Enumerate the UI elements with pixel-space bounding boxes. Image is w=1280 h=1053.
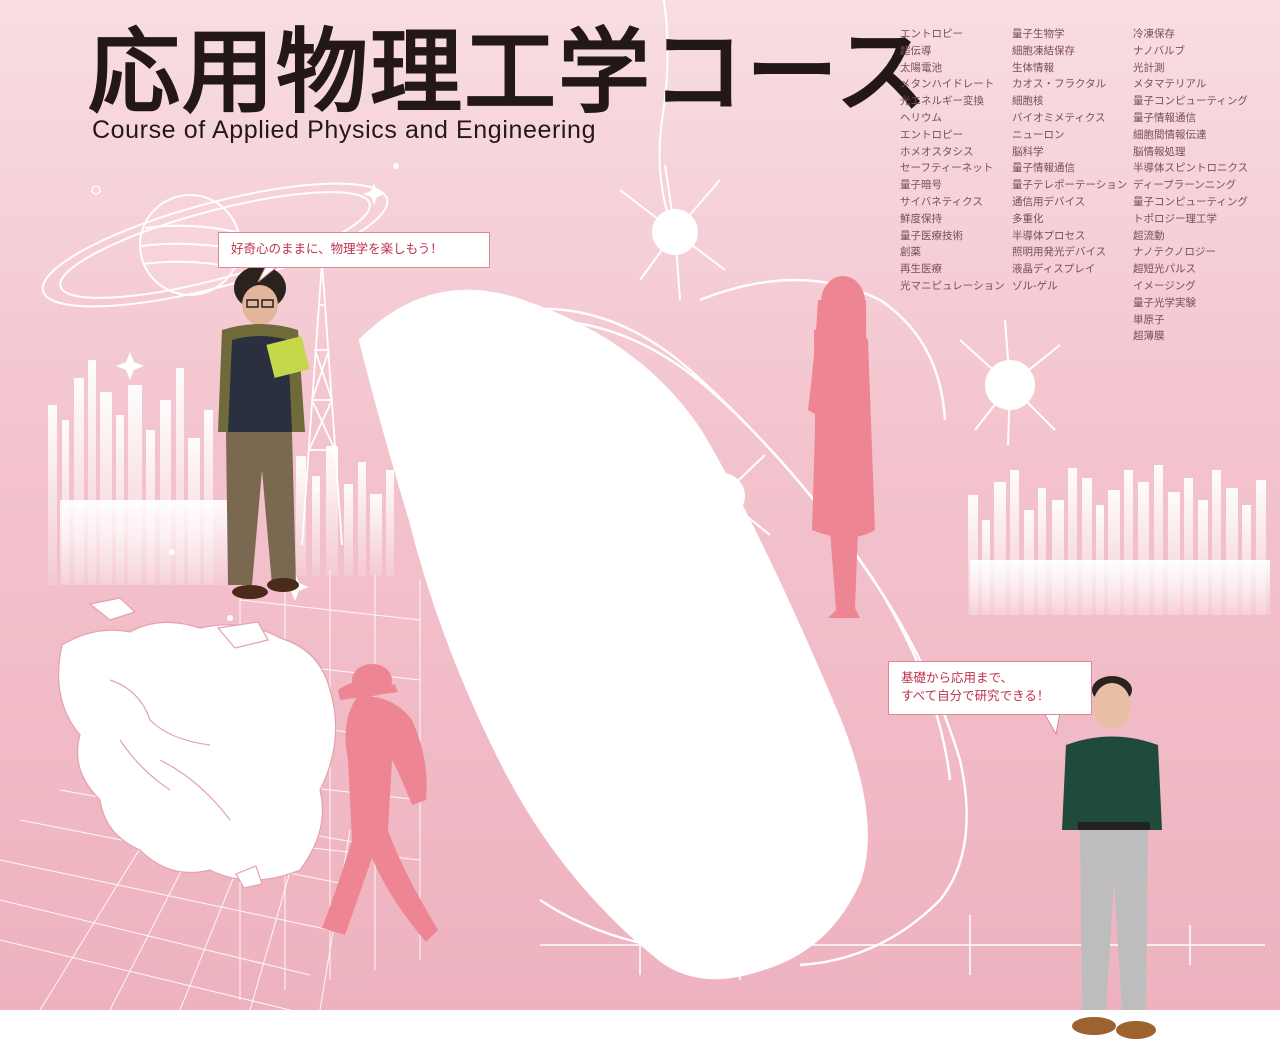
keyword-item: ホメオスタシス: [900, 145, 974, 158]
keyword-item: 量子情報通信: [1133, 111, 1196, 124]
student-2-photo: [1062, 676, 1162, 1039]
keyword-item: 量子コンピューティング: [1133, 195, 1248, 208]
page-subtitle: Course of Applied Physics and Engineerin…: [92, 116, 597, 144]
keyword-column-1: エントロピー 超伝導 太陽電池 メタンハイドレート 光エネルギー変換 ヘリウム …: [900, 26, 1005, 295]
keyword-item: 脳情報処理: [1133, 145, 1186, 158]
keyword-item: トポロジー理工学: [1133, 212, 1217, 225]
keyword-item: 半導体スピントロニクス: [1133, 162, 1249, 175]
keyword-item: 生体情報: [1012, 61, 1054, 74]
keyword-item: 超流動: [1133, 229, 1165, 242]
keyword-item: 細胞間情報伝達: [1133, 128, 1207, 141]
keyword-item: ディープラーンニング: [1133, 179, 1237, 192]
keyword-item: 鮮度保持: [900, 212, 942, 225]
speech-bubble-student-2: 基礎から応用まで、 すべて自分で研究できる！: [888, 661, 1092, 715]
speech-bubble-student-1: 好奇心のままに、物理学を楽しもう！: [218, 232, 490, 268]
keyword-item: 冷凍保存: [1133, 28, 1175, 40]
keyword-item: 半導体プロセス: [1012, 229, 1086, 242]
keyword-item: ニューロン: [1012, 128, 1065, 141]
speech-bubble-text: 好奇心のままに、物理学を楽しもう！: [231, 241, 443, 256]
keyword-item: メタンハイドレート: [900, 78, 995, 91]
keyword-item: エントロピー: [900, 128, 963, 141]
keyword-column-2: 量子生物学 細胞凍結保存 生体情報 カオス・フラクタル 細胞核 バイオミメティク…: [1012, 26, 1127, 295]
keyword-item: 光エネルギー変換: [900, 95, 984, 108]
keyword-item: 脳科学: [1012, 145, 1044, 158]
keyword-item: 量子暗号: [900, 179, 942, 192]
keyword-column-3: 冷凍保存 ナノバルブ 光計測 メタマテリアル 量子コンピューティング 量子情報通…: [1133, 26, 1248, 345]
keyword-item: 細胞凍結保存: [1012, 44, 1075, 57]
bubble-tails: [257, 265, 1061, 736]
keyword-item: 単原子: [1133, 313, 1165, 326]
keyword-item: ゾル-ゲル: [1012, 279, 1058, 292]
bottom-white-band: [0, 1010, 1280, 1053]
page-title: 応用物理工学コース: [88, 19, 930, 126]
keyword-item: ナノテクノロジー: [1133, 246, 1216, 259]
floating-rock: [57, 597, 337, 889]
keyword-item: 液晶ディスプレイ: [1012, 263, 1096, 276]
keyword-item: 量子テレポーテーション: [1012, 179, 1128, 192]
keyword-item: 照明用発光デバイス: [1012, 246, 1107, 259]
speech-bubble-text: 基礎から応用まで、: [901, 670, 1014, 685]
keyword-item: サイバネティクス: [900, 195, 983, 208]
keyword-item: 量子医療技術: [900, 229, 963, 242]
keyword-item: 超短光パルス: [1133, 263, 1196, 276]
keyword-item: 創薬: [900, 246, 921, 259]
walking-person-silhouette: [322, 664, 438, 942]
keyword-item: 光マニピュレーション: [900, 279, 1005, 292]
keyword-item: 通信用デバイス: [1012, 195, 1086, 208]
student-1-photo: [218, 266, 310, 599]
keyword-item: 細胞核: [1012, 95, 1044, 108]
ringed-planet: [41, 182, 389, 308]
ribbon-loop: [358, 278, 968, 980]
keyword-item: 多重化: [1012, 212, 1044, 225]
keyword-item: ナノバルブ: [1133, 44, 1185, 57]
standing-woman-silhouette: [808, 276, 875, 618]
keyword-item: 太陽電池: [900, 61, 942, 74]
speech-bubble-text: すべて自分で研究できる！: [901, 688, 1050, 703]
keyword-item: 量子情報通信: [1012, 162, 1075, 175]
keyword-item: 量子生物学: [1012, 28, 1065, 40]
keyword-item: メタマテリアル: [1133, 78, 1207, 91]
keyword-item: エントロピー: [900, 28, 963, 40]
keyword-item: 光計測: [1133, 61, 1165, 74]
left-city-skyline: [48, 360, 394, 585]
keyword-item: 再生医療: [900, 263, 942, 276]
neuron-cluster: [619, 0, 1061, 561]
keyword-item: バイオミメティクス: [1012, 111, 1106, 124]
keyword-item: 超薄膜: [1133, 330, 1165, 343]
right-city-skyline: [968, 465, 1270, 615]
keyword-item: ヘリウム: [900, 111, 942, 124]
keyword-item: 量子光学実験: [1133, 296, 1196, 309]
keyword-item: イメージング: [1133, 279, 1196, 292]
keyword-item: 量子コンピューティング: [1133, 95, 1248, 108]
keyword-item: 超伝導: [900, 44, 932, 57]
keyword-item: カオス・フラクタル: [1012, 78, 1107, 91]
keyword-item: セーフティーネット: [900, 162, 994, 175]
